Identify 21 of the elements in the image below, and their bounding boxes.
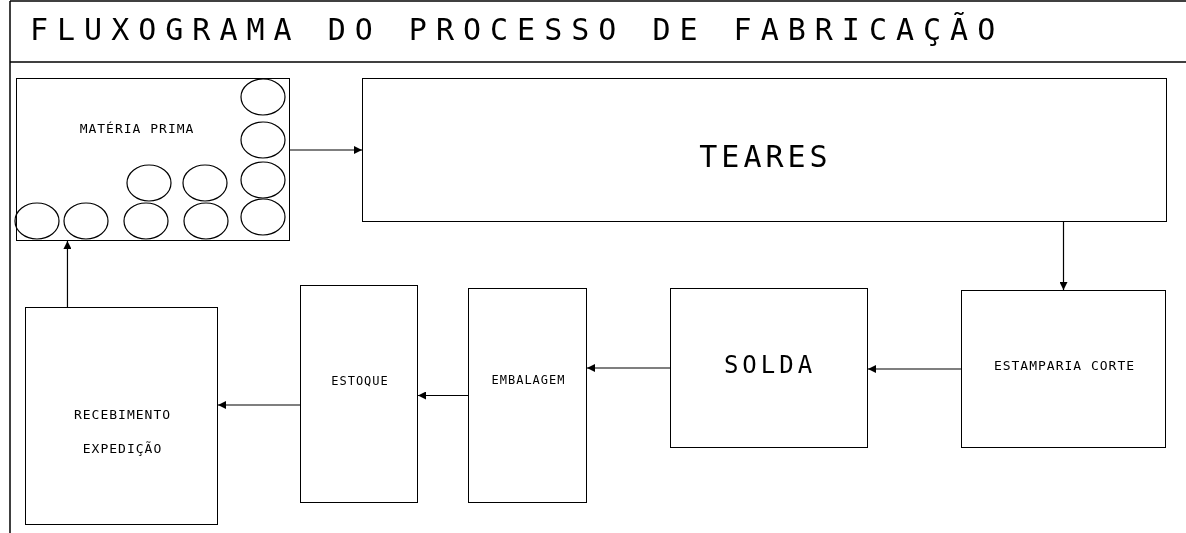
box-label: TEARES — [698, 139, 833, 175]
process-box — [300, 285, 418, 503]
process-box — [961, 290, 1166, 448]
box-label: EMBALAGEM — [490, 373, 567, 388]
process-box — [362, 78, 1167, 222]
diagram-title: FLUXOGRAMA DO PROCESSO DE FABRICAÇÃO — [30, 12, 1005, 47]
box-label: SOLDA — [722, 351, 818, 380]
process-box — [25, 307, 218, 525]
arrow — [217, 401, 301, 409]
arrow — [867, 365, 962, 373]
arrow — [289, 146, 363, 154]
box-label: ESTOQUE — [330, 374, 390, 389]
box-label: ESTAMPARIA CORTE — [992, 357, 1137, 375]
box-label: MATÉRIA PRIMA — [78, 121, 196, 137]
arrow — [63, 240, 72, 308]
process-box — [468, 288, 587, 503]
box-label: RECEBIMENTO EXPEDIÇÃO — [72, 406, 173, 458]
arrow — [586, 364, 671, 372]
process-box — [670, 288, 868, 448]
arrow — [417, 391, 469, 400]
arrow — [1059, 221, 1068, 291]
